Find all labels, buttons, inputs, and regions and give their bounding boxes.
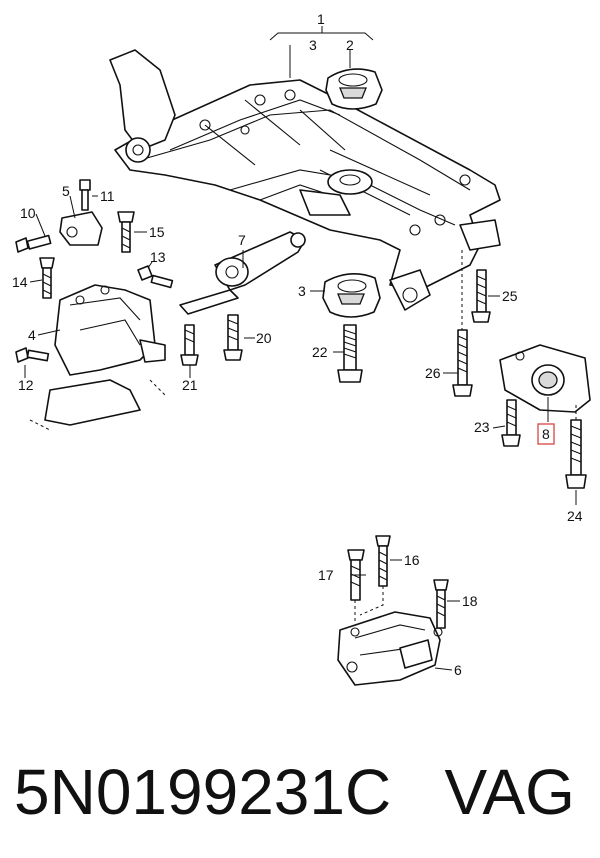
callout-25: 25 bbox=[502, 288, 518, 304]
bolt-part-25 bbox=[471, 269, 491, 323]
bolt-part-26 bbox=[452, 250, 473, 397]
bolt-part-22 bbox=[337, 324, 363, 383]
bolt-part-24 bbox=[565, 405, 587, 489]
callout-16: 16 bbox=[404, 552, 420, 568]
gearbox-mount-part-6 bbox=[337, 611, 443, 686]
bolt-part-12 bbox=[15, 347, 50, 363]
bolt-part-16 bbox=[359, 535, 391, 616]
bolt-part-14 bbox=[39, 257, 55, 299]
engine-mount-part-4 bbox=[29, 284, 166, 431]
callout-6: 6 bbox=[454, 662, 462, 678]
brand-name: VAG bbox=[444, 756, 575, 828]
callout-2: 2 bbox=[346, 37, 354, 53]
callout-22: 22 bbox=[312, 344, 328, 360]
callout-1: 1 bbox=[317, 11, 325, 27]
callout-26: 26 bbox=[425, 365, 441, 381]
callout-20: 20 bbox=[256, 330, 272, 346]
subframe-part-1 bbox=[109, 49, 501, 311]
callout-11: 11 bbox=[100, 188, 115, 204]
callout-8: 8 bbox=[542, 426, 550, 442]
callout-7: 7 bbox=[238, 232, 246, 248]
callout-4: 4 bbox=[28, 327, 36, 343]
bolt-part-21 bbox=[180, 324, 199, 366]
bolt-part-18 bbox=[433, 579, 449, 629]
callout-21: 21 bbox=[182, 377, 198, 393]
bolt-part-11 bbox=[79, 179, 91, 211]
part-number: 5N0199231C bbox=[14, 756, 392, 828]
bolt-part-23 bbox=[501, 399, 521, 447]
callout-3: 3 bbox=[298, 283, 306, 299]
bolt-part-17 bbox=[347, 549, 365, 622]
bolt-part-10 bbox=[15, 234, 52, 253]
callout-15: 15 bbox=[149, 224, 165, 240]
callout-10: 10 bbox=[20, 205, 36, 221]
callout-12: 12 bbox=[18, 377, 34, 393]
bush-part-2 bbox=[325, 68, 383, 110]
bolt-part-20 bbox=[223, 314, 243, 361]
footer-caption: 5N0199231C VAG bbox=[14, 742, 594, 842]
callout-18: 18 bbox=[462, 593, 478, 609]
callout-3-top: 3 bbox=[309, 37, 317, 53]
bolt-part-13 bbox=[137, 265, 174, 289]
callout-24: 24 bbox=[567, 508, 583, 524]
callout-5: 5 bbox=[62, 183, 70, 199]
callout-14: 14 bbox=[12, 274, 28, 290]
highlight-box-part-8 bbox=[537, 423, 555, 445]
bush-part-3 bbox=[322, 273, 381, 318]
bracket-part-5 bbox=[59, 211, 103, 246]
callout-17: 17 bbox=[318, 567, 334, 583]
callout-13: 13 bbox=[150, 249, 166, 265]
rear-bracket-part-8 bbox=[499, 344, 591, 413]
bolt-part-15 bbox=[117, 211, 135, 253]
callout-23: 23 bbox=[474, 419, 490, 435]
pendulum-support-part-7 bbox=[179, 231, 306, 315]
